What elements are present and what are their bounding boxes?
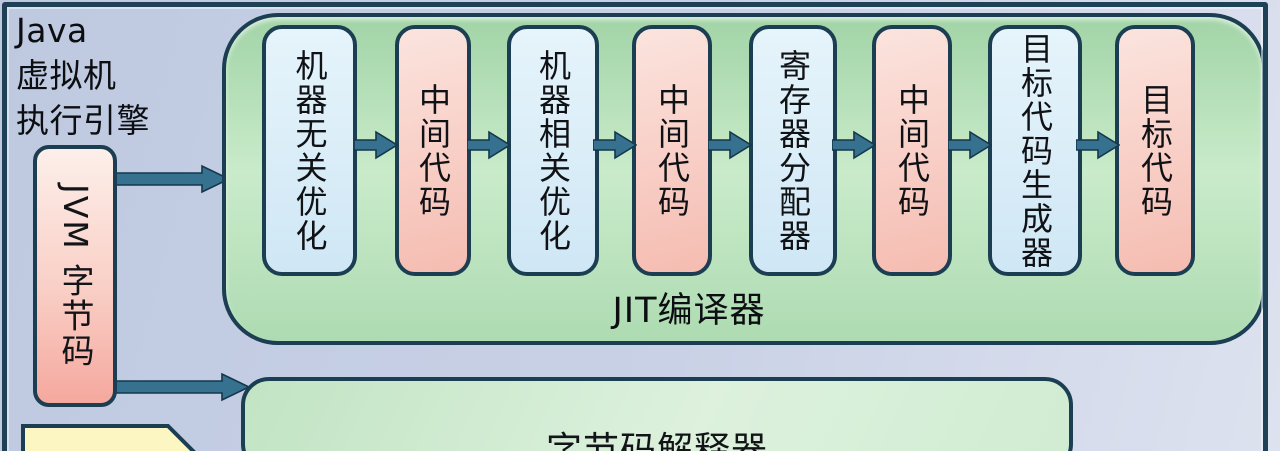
diagram-title: Java 虚拟机 执行引擎 — [16, 8, 226, 143]
flow-arrow — [832, 130, 876, 160]
pipeline-box-register-allocator: 寄存器分配器 — [749, 25, 837, 276]
flow-arrow — [1076, 130, 1120, 160]
title-line: 执行引擎 — [16, 101, 150, 140]
title-line: Java — [16, 11, 88, 50]
title-line: 虚拟机 — [16, 56, 117, 95]
node-label: 中间代码 — [653, 82, 691, 219]
pipeline-box-target-code: 目标代码 — [1115, 25, 1195, 276]
node-jvm-bytecode: JVM 字节码 — [33, 145, 117, 407]
node-label: 字节码解释器 — [545, 430, 768, 451]
note-box — [21, 424, 196, 451]
pipeline-box-machine-dependent-optimization: 机器相关优化 — [507, 25, 599, 276]
node-label: 目标代码 — [1136, 82, 1174, 219]
flow-arrow-bytecode-to-interpreter — [112, 372, 250, 402]
node-bytecode-interpreter: 字节码解释器 — [241, 377, 1073, 451]
jit-compiler-container: 机器无关优化 中间代码 机器相关优化 中间代码 寄存器分配器 中间代码 目标代码… — [222, 13, 1266, 345]
pipeline-box-intermediate-code-2: 中间代码 — [632, 25, 712, 276]
node-label: 机器相关优化 — [534, 48, 572, 253]
flow-arrow — [354, 130, 398, 160]
node-label: JVM 字节码 — [56, 183, 95, 369]
pipeline-box-machine-independent-optimization: 机器无关优化 — [262, 25, 357, 276]
flow-arrow — [593, 130, 637, 160]
node-label: 中间代码 — [414, 82, 452, 219]
pipeline-box-intermediate-code-1: 中间代码 — [395, 25, 471, 276]
pipeline-box-intermediate-code-3: 中间代码 — [872, 25, 952, 276]
flow-arrow — [948, 130, 992, 160]
jit-compiler-label: JIT编译器 — [612, 291, 766, 331]
flow-arrow — [467, 130, 511, 160]
flow-arrow — [708, 130, 752, 160]
pipeline-box-target-code-generator: 目标代码生成器 — [988, 25, 1082, 276]
node-label: 寄存器分配器 — [774, 48, 812, 253]
flow-arrow-bytecode-to-jit — [112, 164, 230, 194]
node-label: 中间代码 — [893, 82, 931, 219]
node-label: 机器无关优化 — [290, 48, 329, 253]
node-label: 目标代码生成器 — [1016, 31, 1054, 270]
